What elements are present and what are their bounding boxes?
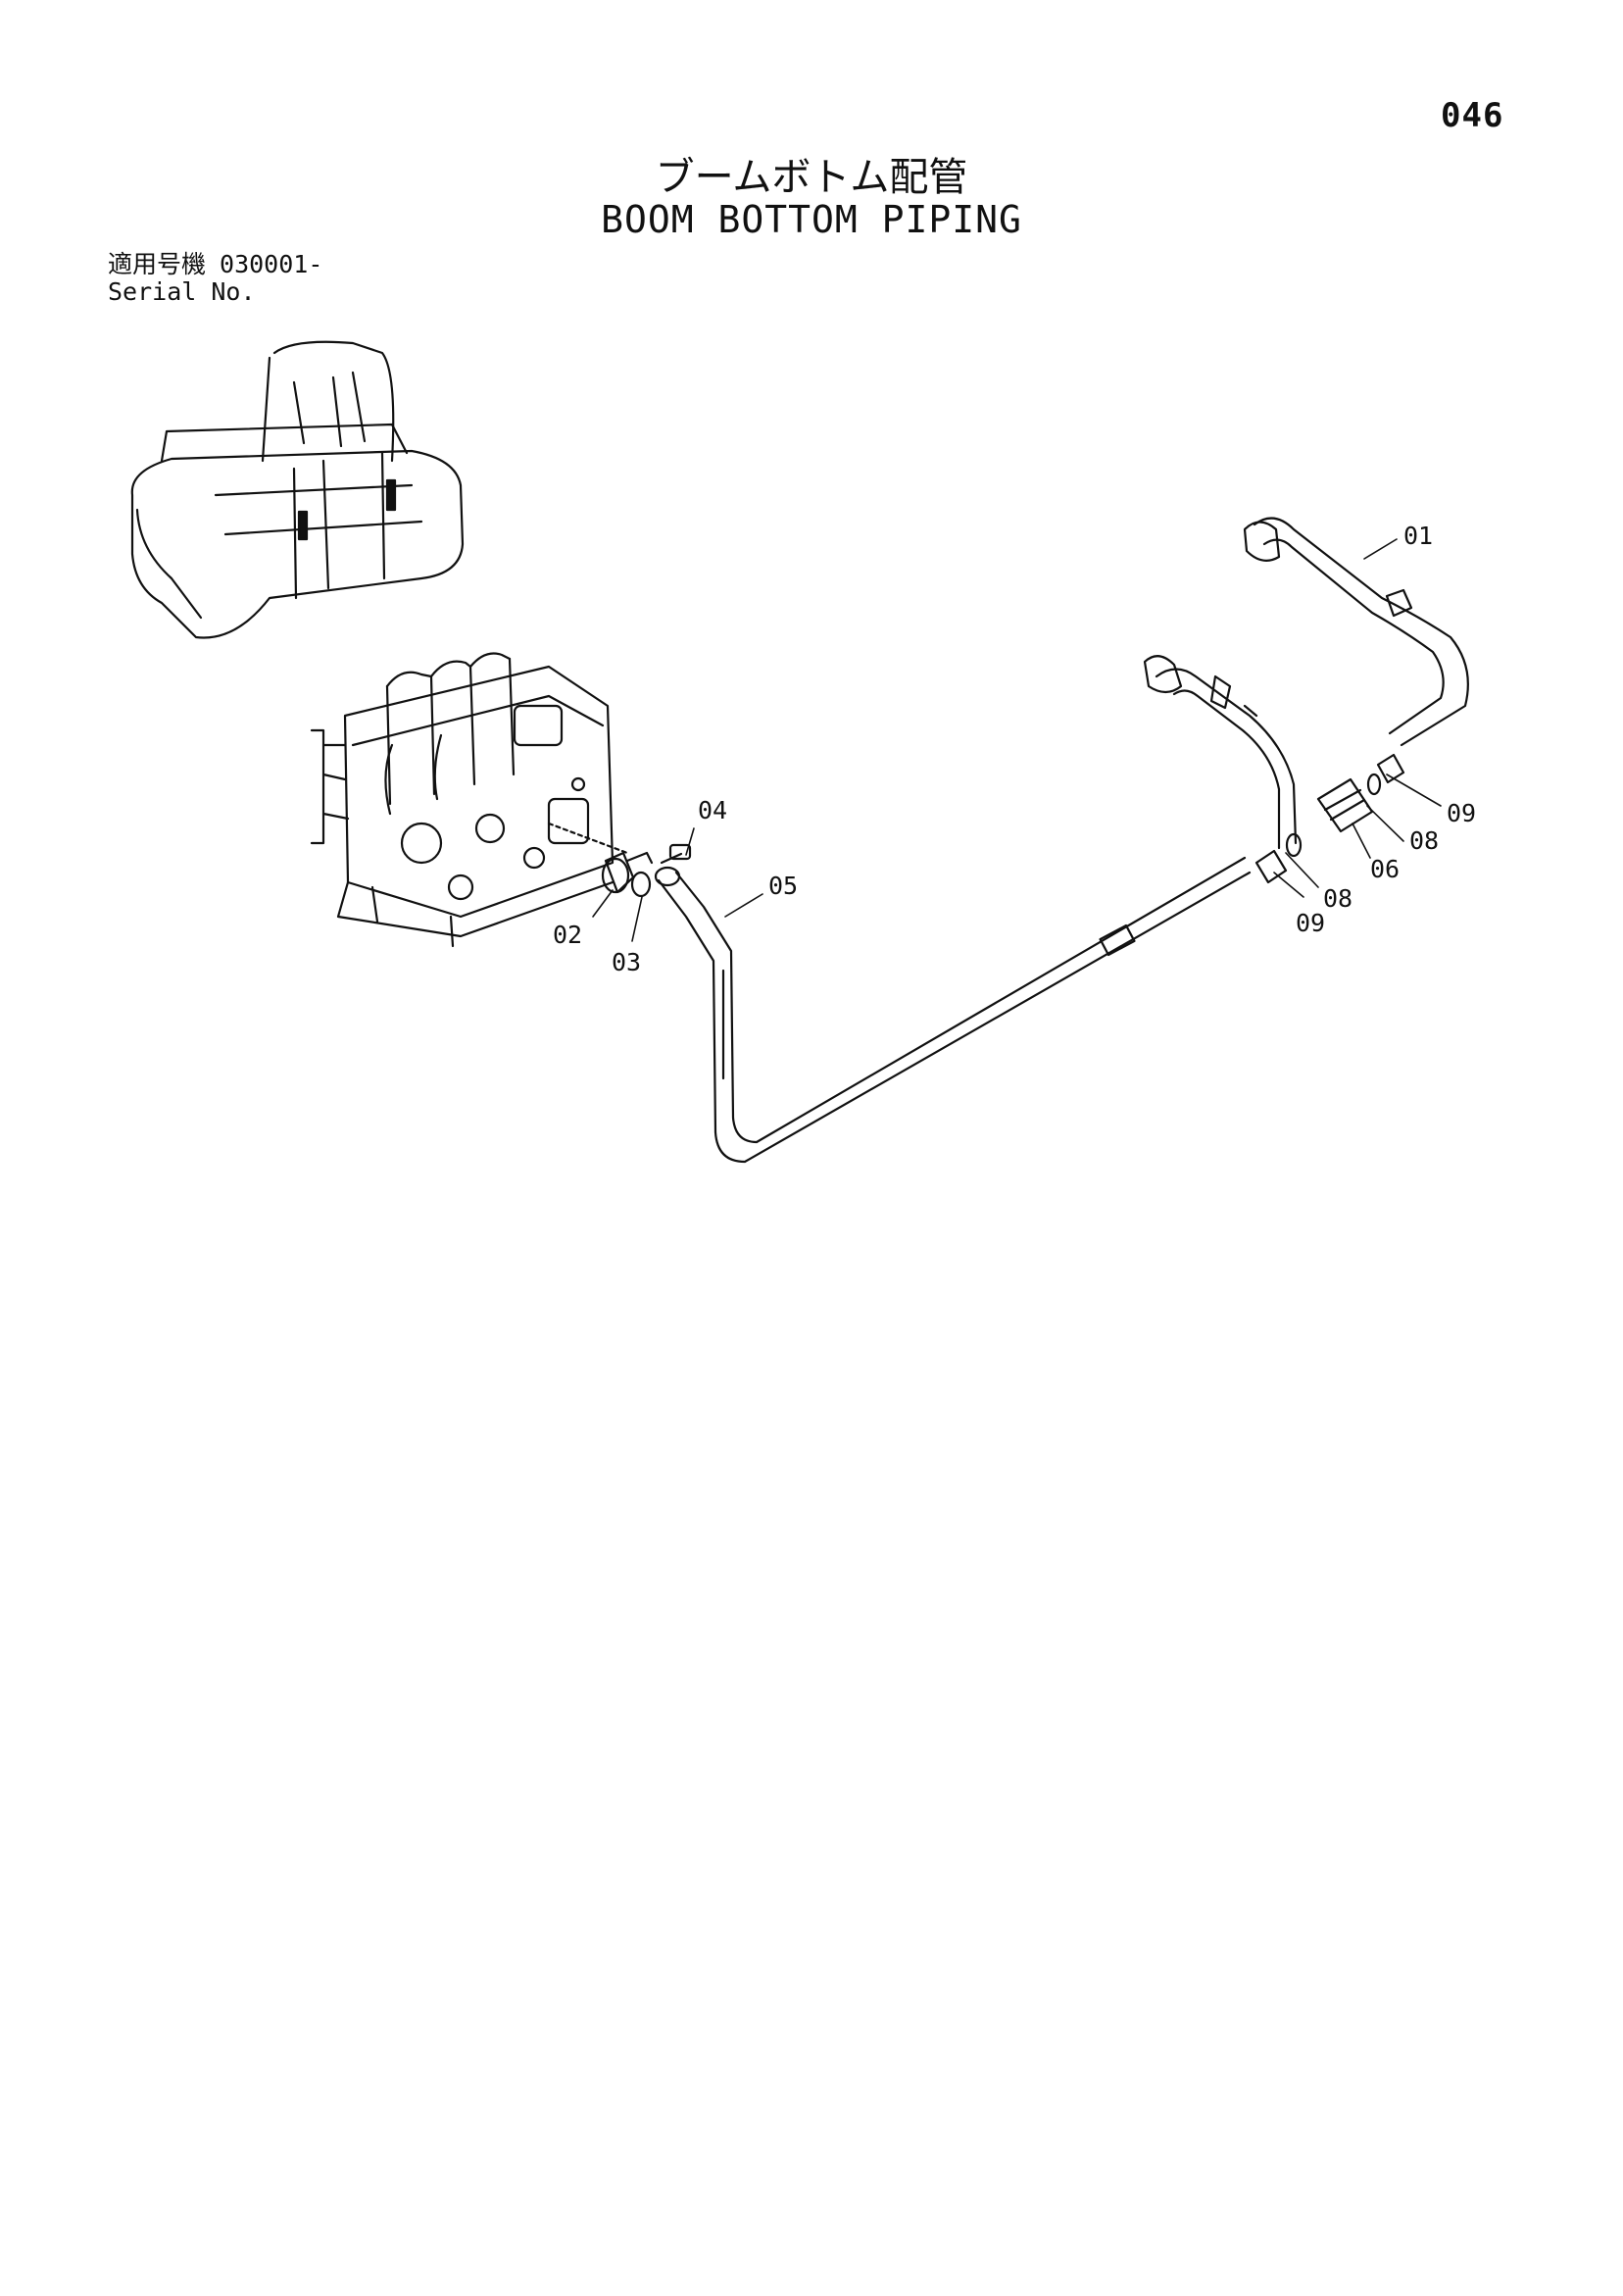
serial-row: 適用号機 030001- — [108, 251, 336, 278]
serial-value: 030001- — [220, 250, 323, 278]
callout-02: 02 — [553, 921, 582, 949]
pipe-01 — [1243, 517, 1469, 747]
callout-labels: 01 02 03 04 05 06 08 08 09 09 — [553, 522, 1476, 976]
page-number: 046 — [1441, 96, 1504, 135]
callout-08-lower: 08 — [1323, 884, 1352, 913]
callout-09-lower: 09 — [1296, 909, 1325, 937]
callout-05: 05 — [768, 872, 798, 900]
pipe-return — [1143, 655, 1298, 850]
o-ring-08 — [1285, 832, 1303, 858]
callout-09-upper: 09 — [1447, 799, 1476, 827]
callout-03: 03 — [612, 948, 641, 976]
callout-06: 06 — [1370, 855, 1400, 883]
flange-02 — [601, 857, 630, 894]
callout-01: 01 — [1403, 522, 1433, 550]
o-ring-03 — [630, 871, 652, 898]
pipe-05 — [654, 856, 1252, 1164]
title-english: BOOM BOTTOM PIPING — [601, 198, 1022, 241]
serial-label-en: Serial No. — [108, 277, 256, 306]
flange-assembly — [547, 822, 692, 898]
leader-lines — [592, 538, 1442, 942]
adapter-06 — [1316, 777, 1374, 833]
control-valve-block — [310, 652, 615, 948]
callout-04: 04 — [698, 796, 727, 824]
fitting-assembly — [1254, 753, 1405, 884]
callout-08-upper: 08 — [1409, 826, 1439, 855]
excavator-locator-icon — [130, 340, 465, 639]
title-japanese: ブームボトム配管 — [655, 155, 968, 200]
serial-number-block: 適用号機 030001- Serial No. — [108, 251, 336, 306]
serial-label-jp: 適用号機 — [108, 250, 207, 278]
connector-09 — [1254, 849, 1288, 884]
